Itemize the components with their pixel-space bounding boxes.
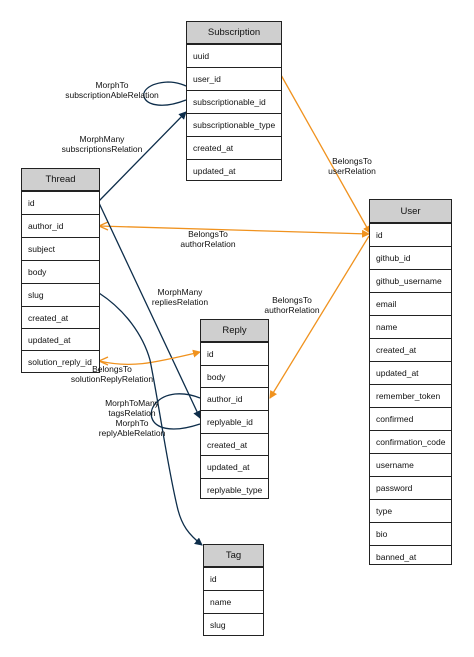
field-thread-solution-reply-id[interactable]: solution_reply_id: [22, 350, 99, 372]
label-morph-to-many-tags-text: MorphToMany tagsRelation: [105, 398, 159, 418]
field-user-password[interactable]: password: [370, 476, 451, 499]
field-reply-replyable-id[interactable]: replyable_id: [201, 410, 268, 433]
field-subscription-updated-at[interactable]: updated_at: [187, 159, 281, 181]
entity-user-title: User: [370, 200, 451, 223]
field-subscription-subscriptionable-id[interactable]: subscriptionable_id: [187, 90, 281, 113]
edge-thread-subscriptions: [98, 111, 187, 202]
entity-thread-title: Thread: [22, 169, 99, 191]
field-reply-created-at[interactable]: created_at: [201, 433, 268, 455]
field-user-username[interactable]: username: [370, 453, 451, 476]
entity-tag-title: Tag: [204, 545, 263, 567]
label-belongs-to-user-sub: BelongsTo userRelation: [312, 156, 392, 176]
edge-reply-morph-to: [150, 393, 201, 430]
label-belongs-to-author-thread: BelongsTo authorRelation: [168, 229, 248, 249]
entity-tag[interactable]: Tag id name slug: [203, 544, 264, 636]
label-morph-to-many-tags: MorphToMany tagsRelation: [92, 398, 172, 418]
edge-thread-replies: [98, 202, 201, 419]
field-tag-slug[interactable]: slug: [204, 613, 263, 635]
field-thread-author-id[interactable]: author_id: [22, 214, 99, 237]
edge-subscription-user: [280, 74, 371, 234]
field-reply-updated-at[interactable]: updated_at: [201, 455, 268, 478]
label-morph-to-replyable: MorphTo replyAbleRelation: [90, 418, 174, 438]
field-user-banned-at[interactable]: banned_at: [370, 545, 451, 567]
field-tag-id[interactable]: id: [204, 567, 263, 590]
label-morph-to-subscriptionable: MorphTo subscriptionAbleRelation: [52, 80, 172, 100]
label-belongs-to-solution-reply: BelongsTo solutionReplyRelation: [62, 364, 162, 384]
entity-reply[interactable]: Reply id body author_id replyable_id cre…: [200, 319, 269, 499]
field-subscription-subscriptionable-type[interactable]: subscriptionable_type: [187, 113, 281, 136]
label-belongs-to-author-thread-text: BelongsTo authorRelation: [180, 229, 236, 249]
label-morph-to-subscriptionable-text: MorphTo subscriptionAbleRelation: [65, 80, 159, 100]
label-morph-to-replyable-text: MorphTo replyAbleRelation: [98, 418, 166, 438]
field-thread-updated-at[interactable]: updated_at: [22, 328, 99, 350]
edge-reply-author: [269, 235, 370, 399]
field-thread-id[interactable]: id: [22, 191, 99, 214]
field-user-bio[interactable]: bio: [370, 522, 451, 545]
field-subscription-user-id[interactable]: user_id: [187, 67, 281, 90]
label-belongs-to-author-reply-text: BelongsTo authorRelation: [264, 295, 320, 315]
entity-user[interactable]: User id github_id github_username email …: [369, 199, 452, 565]
field-tag-name[interactable]: name: [204, 590, 263, 613]
entity-subscription[interactable]: Subscription uuid user_id subscriptionab…: [186, 21, 282, 181]
entity-subscription-title: Subscription: [187, 22, 281, 44]
field-reply-author-id[interactable]: author_id: [201, 387, 268, 410]
field-user-id[interactable]: id: [370, 223, 451, 246]
field-subscription-created-at[interactable]: created_at: [187, 136, 281, 159]
field-user-confirmed[interactable]: confirmed: [370, 407, 451, 430]
entity-thread[interactable]: Thread id author_id subject body slug cr…: [21, 168, 100, 373]
field-user-type[interactable]: type: [370, 499, 451, 522]
label-belongs-to-user-sub-text: BelongsTo userRelation: [328, 156, 376, 176]
field-user-email[interactable]: email: [370, 292, 451, 315]
edge-subscription-morph-to: [143, 81, 187, 106]
field-reply-id[interactable]: id: [201, 342, 268, 365]
field-user-updated-at[interactable]: updated_at: [370, 361, 451, 384]
field-thread-body[interactable]: body: [22, 260, 99, 283]
field-user-created-at[interactable]: created_at: [370, 338, 451, 361]
label-belongs-to-author-reply: BelongsTo authorRelation: [252, 295, 332, 315]
field-thread-created-at[interactable]: created_at: [22, 306, 99, 328]
field-user-remember-token[interactable]: remember_token: [370, 384, 451, 407]
edge-thread-solution-reply: [98, 349, 201, 366]
label-morph-many-replies: MorphMany repliesRelation: [140, 287, 220, 307]
label-morph-many-subscriptions-text: MorphMany subscriptionsRelation: [61, 134, 143, 154]
field-thread-subject[interactable]: subject: [22, 237, 99, 260]
field-user-github-username[interactable]: github_username: [370, 269, 451, 292]
field-user-confirmation-code[interactable]: confirmation_code: [370, 430, 451, 453]
field-user-name[interactable]: name: [370, 315, 451, 338]
label-morph-many-replies-text: MorphMany repliesRelation: [151, 287, 209, 307]
field-user-github-id[interactable]: github_id: [370, 246, 451, 269]
entity-reply-title: Reply: [201, 320, 268, 342]
edge-thread-author: [98, 225, 370, 238]
label-morph-many-subscriptions: MorphMany subscriptionsRelation: [52, 134, 152, 154]
label-belongs-to-solution-reply-text: BelongsTo solutionReplyRelation: [70, 364, 154, 384]
edge-thread-tags: [98, 292, 203, 546]
field-thread-slug[interactable]: slug: [22, 283, 99, 306]
field-reply-body[interactable]: body: [201, 365, 268, 387]
field-reply-replyable-type[interactable]: replyable_type: [201, 478, 268, 500]
field-subscription-uuid[interactable]: uuid: [187, 44, 281, 67]
